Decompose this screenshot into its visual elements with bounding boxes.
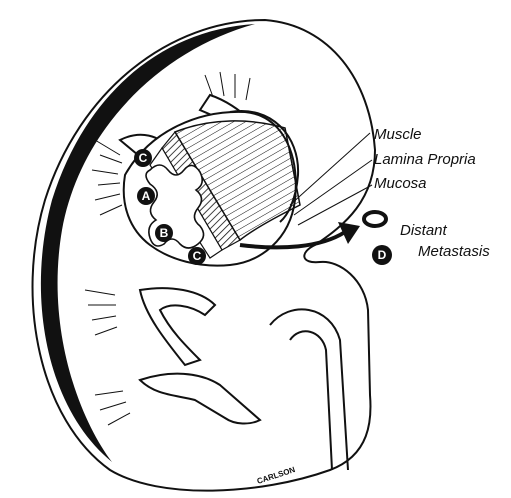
distant-metastasis-node [364,212,386,226]
svg-text:B: B [160,226,169,240]
svg-text:C: C [193,249,202,263]
stage-badge-c-top: C [134,149,152,167]
stage-badge-d: D [372,245,392,265]
label-distant: Distant [400,222,448,239]
svg-text:D: D [378,248,387,262]
label-muscle: Muscle [374,126,422,143]
stage-badge-a: A [137,187,155,205]
tumor [146,165,204,248]
label-lamina-propria: Lamina Propria [374,151,476,168]
label-mucosa: Mucosa [374,175,427,192]
svg-text:A: A [142,189,151,203]
stage-badge-c-bottom: C [188,247,206,265]
label-metastasis: Metastasis [418,243,490,260]
svg-text:C: C [139,151,148,165]
stage-badge-b: B [155,224,173,242]
